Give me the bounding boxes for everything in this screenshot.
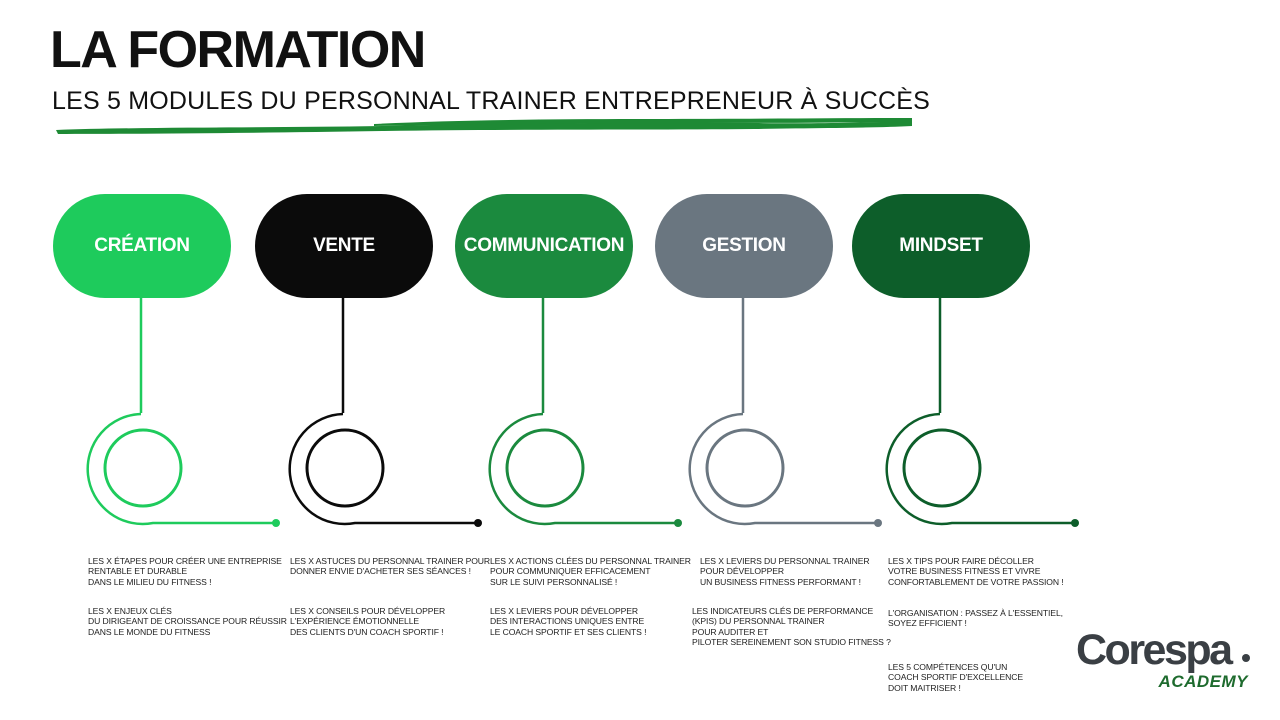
module-connector-gestion	[688, 298, 882, 527]
page-subtitle: LES 5 MODULES DU PERSONNAL TRAINER ENTRE…	[52, 87, 931, 115]
module-description: LES X LEVIERS DU PERSONNAL TRAINER POUR …	[700, 556, 870, 587]
brush-underline	[56, 118, 912, 134]
connector-arc	[86, 412, 276, 526]
connector-arc	[885, 412, 1075, 526]
connector-dot	[474, 519, 482, 527]
connector-circle	[902, 428, 982, 508]
module-connector-creation	[86, 298, 280, 527]
module-description: L'ORGANISATION : PASSEZ À L'ESSENTIEL, S…	[888, 608, 1063, 629]
corespa-logo: Corespa ACADEMY	[1076, 626, 1256, 696]
connector-dot	[874, 519, 882, 527]
connector-circle	[103, 428, 183, 508]
module-pill-mindset[interactable]: MINDSET	[852, 194, 1030, 298]
module-description: LES X ÉTAPES POUR CRÉER UNE ENTREPRISE R…	[88, 556, 282, 587]
module-pill-communication[interactable]: COMMUNICATION	[455, 194, 633, 298]
module-description: LES X LEVIERS POUR DÉVELOPPER DES INTERA…	[490, 606, 647, 637]
page-title: LA FORMATION	[50, 21, 426, 79]
connector-circle	[705, 428, 785, 508]
connector-circle	[505, 428, 585, 508]
module-description: LES X ENJEUX CLÉS DU DIRIGEANT DE CROISS…	[88, 606, 287, 637]
module-label: COMMUNICATION	[463, 235, 625, 256]
module-label: VENTE	[313, 235, 375, 256]
connector-arc	[688, 412, 878, 526]
module-label: GESTION	[702, 235, 786, 256]
logo-name: Corespa	[1076, 626, 1233, 674]
connector-dot	[1071, 519, 1079, 527]
module-description: LES INDICATEURS CLÉS DE PERFORMANCE (KPI…	[692, 606, 891, 648]
module-pill-gestion[interactable]: GESTION	[655, 194, 833, 298]
connector-dot	[272, 519, 280, 527]
module-description: LES X TIPS POUR FAIRE DÉCOLLER VOTRE BUS…	[888, 556, 1064, 587]
module-connector-mindset	[885, 298, 1079, 527]
module-pill-creation[interactable]: CRÉATION	[53, 194, 231, 298]
connector-circle	[305, 428, 385, 508]
module-connector-vente	[288, 298, 482, 527]
logo-dot	[1242, 654, 1250, 662]
connector-arc	[288, 412, 478, 526]
connector-dot	[674, 519, 682, 527]
module-description: LES X ACTIONS CLÉES DU PERSONNAL TRAINER…	[490, 556, 691, 587]
module-connector-communication	[488, 298, 682, 527]
module-description: LES 5 COMPÉTENCES QU'UN COACH SPORTIF D'…	[888, 662, 1023, 693]
module-label: MINDSET	[899, 235, 983, 256]
logo-sub: ACADEMY	[1158, 672, 1248, 691]
brush-stroke	[56, 121, 912, 134]
module-description: LES X CONSEILS POUR DÉVELOPPER L'EXPÉRIE…	[290, 606, 446, 637]
module-label: CRÉATION	[94, 235, 190, 256]
brush-stroke-top	[374, 118, 912, 126]
module-pill-vente[interactable]: VENTE	[255, 194, 433, 298]
connector-arc	[488, 412, 678, 526]
module-description: LES X ASTUCES DU PERSONNAL TRAINER POUR …	[290, 556, 491, 577]
